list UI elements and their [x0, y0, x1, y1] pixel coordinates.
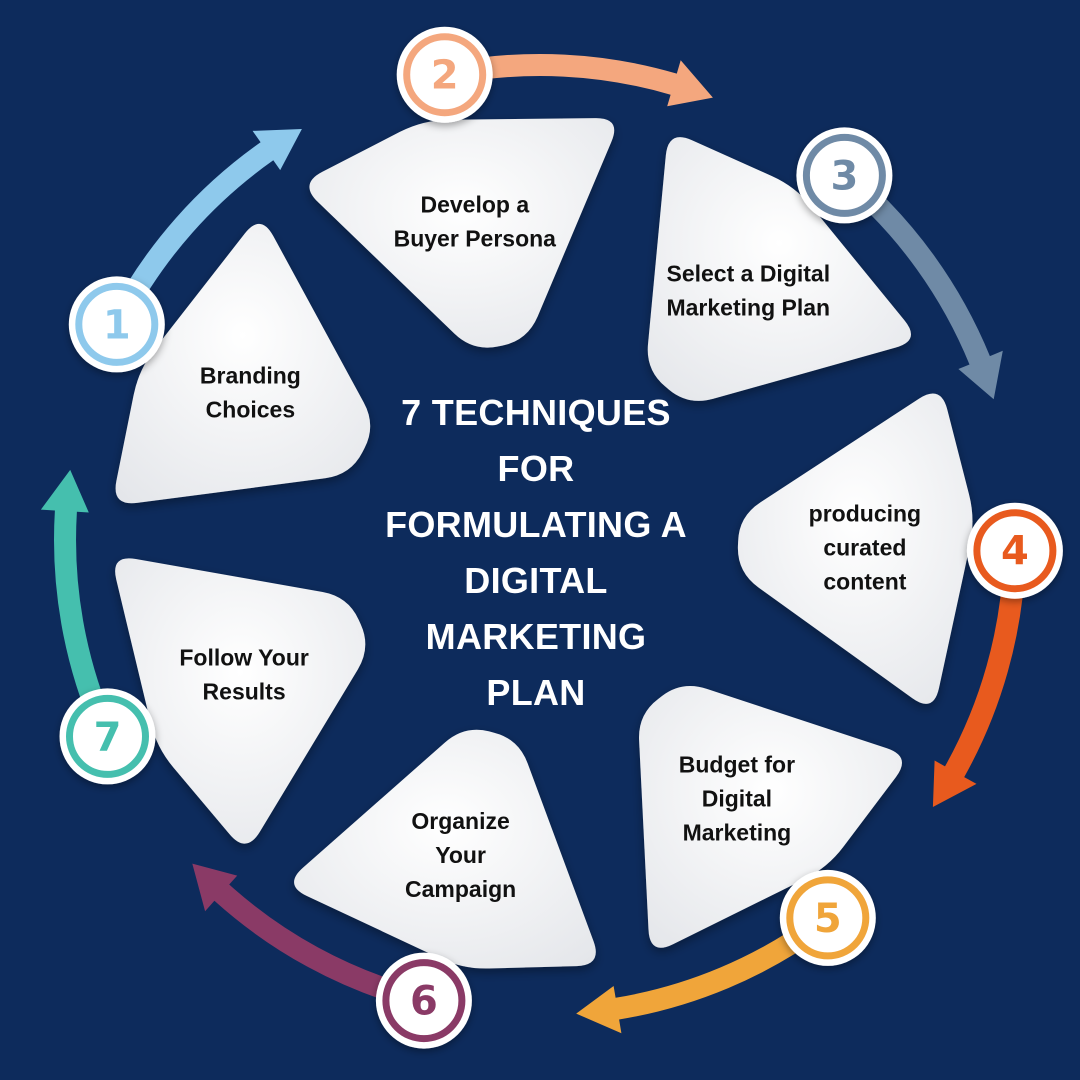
- number-badge-7: 7: [59, 688, 156, 785]
- step-label-line: Your: [435, 842, 486, 868]
- step-label-line: Follow Your: [179, 644, 309, 670]
- title-line: DIGITAL: [464, 560, 607, 601]
- step-number-4: 4: [1001, 529, 1029, 575]
- title-line: FORMULATING A: [385, 504, 687, 545]
- step-label-line: Branding: [200, 363, 301, 389]
- step-label-line: Marketing Plan: [666, 295, 830, 321]
- step-card-1: [115, 223, 371, 504]
- ring-arrow-4: [932, 558, 1026, 807]
- number-badge-3: 3: [796, 127, 893, 224]
- step-number-2: 2: [431, 53, 459, 99]
- title-line: FOR: [498, 448, 575, 489]
- badge-ring: [403, 33, 487, 117]
- step-label-line: Results: [203, 678, 286, 704]
- step-label-line: Buyer Persona: [394, 226, 557, 252]
- step-card-2: [309, 118, 615, 348]
- step-label-line: Select a Digital: [666, 261, 830, 287]
- step-label-line: Budget for: [679, 752, 795, 778]
- step-card-5: [639, 686, 903, 948]
- step-card-3: [647, 137, 911, 401]
- number-badge-2: 2: [396, 26, 493, 123]
- step-label-line: Develop a: [420, 192, 529, 218]
- step-label-line: Organize: [411, 808, 509, 834]
- step-card-6: [294, 729, 596, 969]
- step-label-line: curated: [823, 534, 906, 560]
- number-badges: 1 2 3 4 5 6 7: [59, 26, 1063, 1049]
- step-number-1: 1: [103, 302, 131, 348]
- step-label-line: Choices: [206, 397, 295, 423]
- title-line: PLAN: [486, 672, 585, 713]
- ring-arrow-5: [576, 914, 828, 1034]
- title-line: 7 TECHNIQUES: [401, 392, 671, 433]
- ring-arrow-1: [110, 129, 302, 323]
- step-number-7: 7: [94, 714, 122, 760]
- step-card-4: [737, 393, 973, 704]
- ring-arrow-6: [192, 863, 419, 1010]
- badge-ring: [786, 876, 870, 960]
- title-line: MARKETING: [426, 616, 647, 657]
- step-label-2: Develop a Buyer Persona: [394, 192, 557, 252]
- ring-arrow-7: [40, 469, 115, 734]
- badge-ring: [75, 282, 159, 366]
- step-number-5: 5: [814, 896, 842, 942]
- step-label-4: producing curated content: [809, 500, 921, 594]
- ring-arrow-3: [843, 172, 1003, 400]
- number-badge-1: 1: [68, 276, 165, 373]
- badge-ring: [802, 133, 886, 217]
- ring-arrow-2: [450, 53, 713, 107]
- step-card-7: [115, 558, 366, 844]
- step-number-6: 6: [410, 979, 438, 1025]
- center-title: 7 TECHNIQUES FOR FORMULATING A DIGITAL MARKE…: [385, 392, 687, 713]
- step-number-3: 3: [830, 153, 858, 199]
- step-label-line: producing: [809, 500, 921, 526]
- step-label-line: Marketing: [683, 820, 792, 846]
- step-label-line: Campaign: [405, 876, 516, 902]
- badge-ring: [973, 509, 1057, 593]
- number-badge-4: 4: [966, 502, 1063, 599]
- number-badge-6: 6: [375, 952, 472, 1049]
- badge-ring: [66, 694, 149, 778]
- number-badge-5: 5: [779, 869, 876, 966]
- step-label-line: content: [823, 568, 906, 594]
- diagram-title: 7 TECHNIQUES FOR FORMULATING A DIGITAL MARKE…: [385, 392, 687, 713]
- ring-arrows: [40, 53, 1026, 1034]
- step-label-line: Digital: [702, 786, 772, 812]
- badge-ring: [382, 959, 466, 1043]
